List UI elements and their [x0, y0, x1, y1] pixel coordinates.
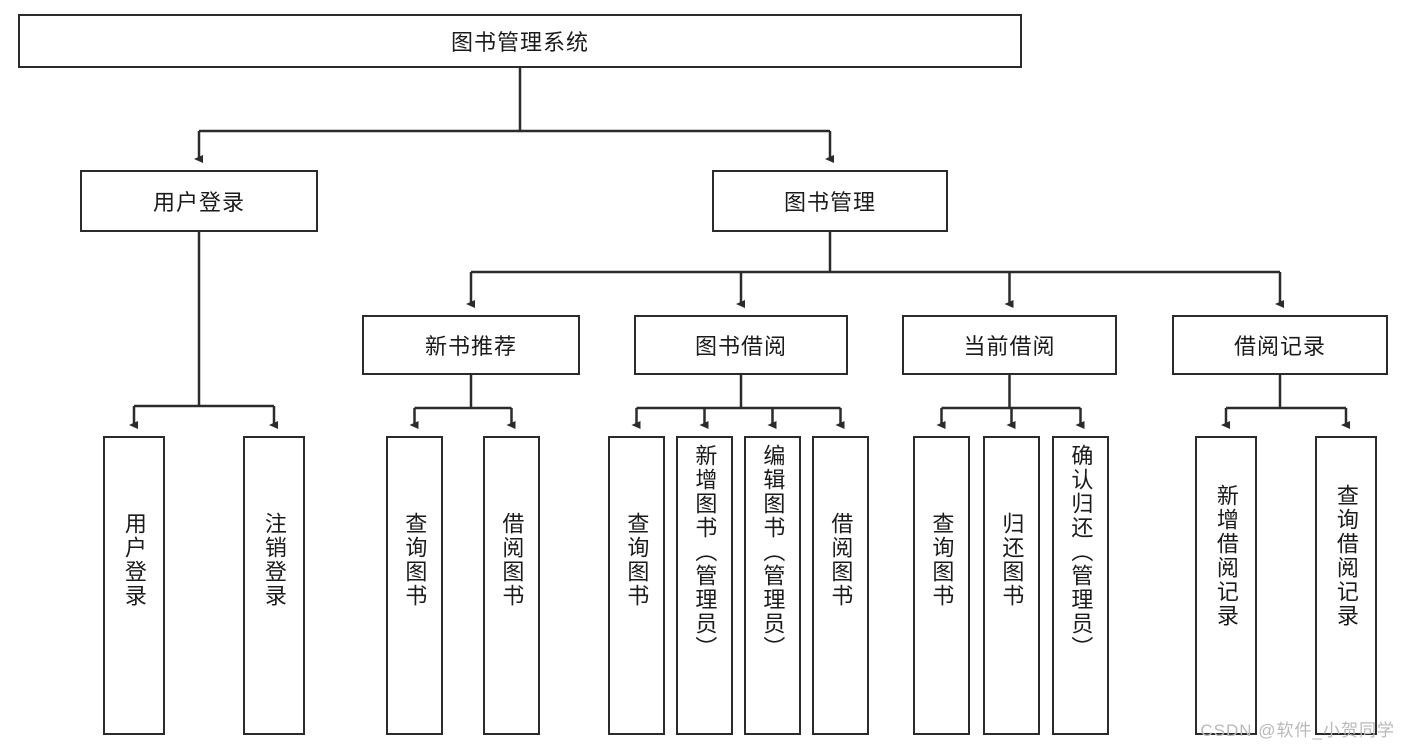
leaf-node-11[interactable]: 新增借阅记录	[1195, 436, 1257, 735]
node-label: 查询图书	[402, 512, 428, 608]
leaf-node-10[interactable]: 确认归还（管理员）	[1052, 436, 1109, 735]
node-label: 当前借阅	[963, 334, 1056, 359]
node-label: 用户登录	[152, 190, 245, 215]
node-label: 查询图书	[624, 512, 650, 608]
node-label: 查询图书	[929, 512, 955, 608]
level2-node-1[interactable]: 图书管理	[712, 170, 948, 232]
leaf-node-4[interactable]: 查询图书	[608, 436, 665, 735]
node-label: 查询借阅记录	[1333, 484, 1359, 628]
node-label: 图书借阅	[694, 334, 787, 359]
level2-node-0[interactable]: 用户登录	[80, 170, 318, 232]
node-label: 新书推荐	[424, 334, 517, 359]
node-label: 图书管理系统	[450, 30, 589, 55]
level3-node-0[interactable]: 新书推荐	[362, 315, 580, 375]
node-label: 用户登录	[121, 512, 147, 608]
node-label: 新增借阅记录	[1213, 484, 1239, 628]
node-label: 新增图书（管理员）	[692, 444, 718, 660]
leaf-node-2[interactable]: 查询图书	[386, 436, 443, 735]
node-label: 借阅图书	[828, 512, 854, 608]
node-label: 归还图书	[999, 512, 1025, 608]
level3-node-3[interactable]: 借阅记录	[1172, 315, 1388, 375]
node-label: 图书管理	[783, 190, 876, 215]
leaf-node-3[interactable]: 借阅图书	[483, 436, 540, 735]
leaf-node-7[interactable]: 借阅图书	[812, 436, 869, 735]
leaf-node-0[interactable]: 用户登录	[103, 436, 165, 735]
node-label: 编辑图书（管理员）	[760, 444, 786, 660]
node-label: 注销登录	[261, 512, 287, 608]
leaf-node-1[interactable]: 注销登录	[243, 436, 305, 735]
leaf-node-8[interactable]: 查询图书	[913, 436, 970, 735]
root-node-0[interactable]: 图书管理系统	[18, 14, 1022, 68]
level3-node-1[interactable]: 图书借阅	[634, 315, 848, 375]
leaf-node-12[interactable]: 查询借阅记录	[1315, 436, 1377, 735]
leaf-node-9[interactable]: 归还图书	[983, 436, 1040, 735]
node-label: 借阅图书	[499, 512, 525, 608]
level3-node-2[interactable]: 当前借阅	[902, 315, 1117, 375]
node-label: 借阅记录	[1233, 334, 1326, 359]
leaf-node-5[interactable]: 新增图书（管理员）	[676, 436, 733, 735]
leaf-node-6[interactable]: 编辑图书（管理员）	[744, 436, 801, 735]
node-label: 确认归还（管理员）	[1068, 444, 1094, 660]
